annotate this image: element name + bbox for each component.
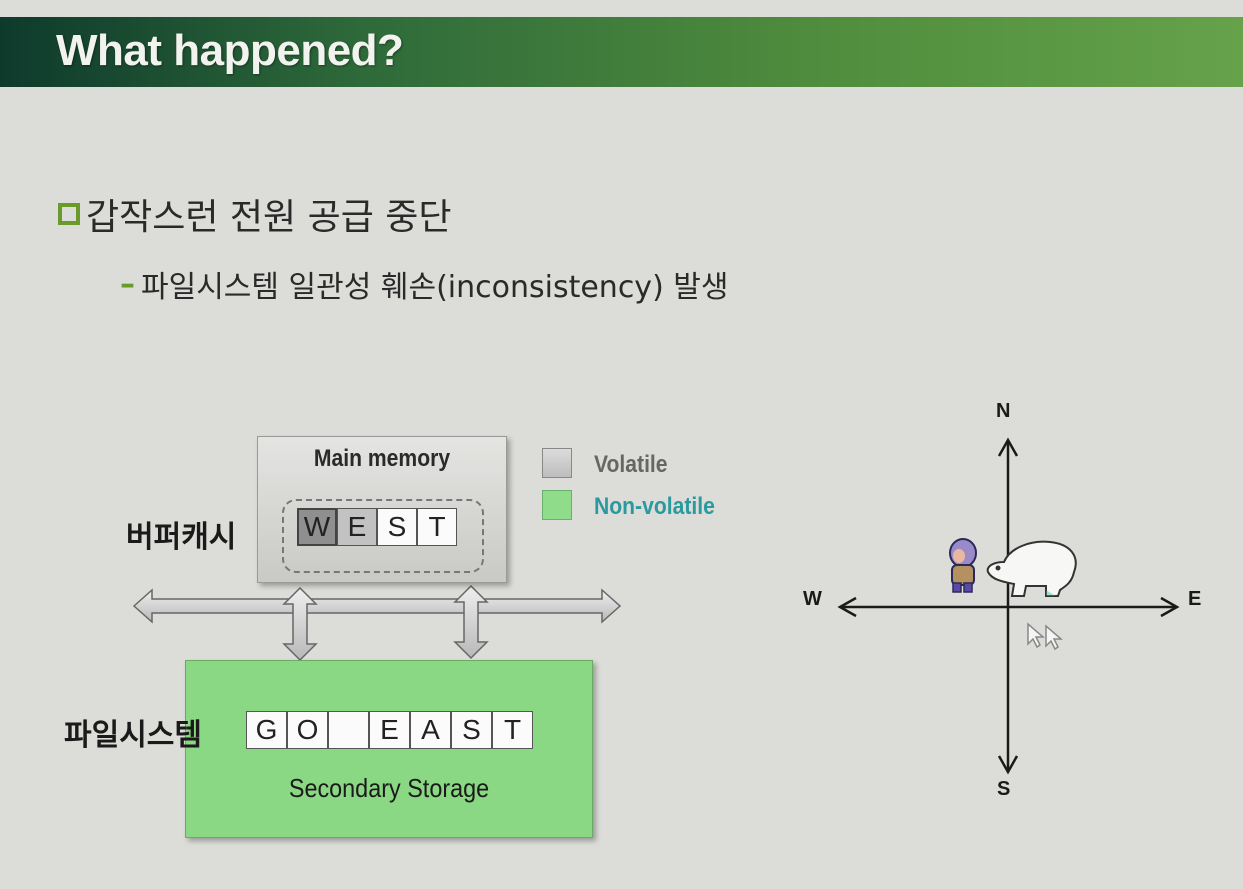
non-volatile-swatch — [542, 490, 572, 520]
storage-cell — [328, 711, 369, 749]
compass-north-label: N — [996, 400, 1011, 422]
person-icon — [949, 538, 977, 593]
square-bullet-icon — [58, 203, 80, 225]
compass-axes — [837, 437, 1180, 775]
main-memory-label: Main memory — [313, 445, 451, 472]
bullet-item: 갑작스런 전원 공급 중단 — [58, 188, 452, 240]
secondary-storage-box: Secondary Storage — [185, 660, 593, 838]
compass-west-label: W — [803, 588, 822, 610]
memory-storage-arrow-icon — [282, 586, 318, 662]
buffer-cache-label: 버퍼캐시 — [126, 520, 237, 555]
storage-cell: A — [410, 711, 451, 749]
storage-cell: S — [451, 711, 492, 749]
buffer-cell: S — [377, 508, 417, 546]
volatile-legend-label: Volatile — [594, 451, 668, 478]
storage-cell: T — [492, 711, 533, 749]
buffer-cell: W — [297, 508, 337, 546]
slide-title: What happened? — [56, 26, 404, 75]
secondary-storage-label: Secondary Storage — [288, 773, 490, 803]
sub-bullet-text: 파일시스템 일관성 훼손(inconsistency) 발생 — [141, 270, 729, 305]
title-bar — [0, 17, 1243, 87]
polar-bear-icon — [986, 540, 1077, 597]
dash-bullet-icon: – — [120, 266, 135, 302]
volatile-swatch — [542, 448, 572, 478]
storage-cell: E — [369, 711, 410, 749]
compass-south-label: S — [997, 778, 1011, 800]
bus-arrow-icon — [132, 588, 622, 624]
buffer-cache-region — [282, 499, 484, 573]
buffer-cell: T — [417, 508, 457, 546]
sub-bullet-item: – 파일시스템 일관성 훼손(inconsistency) 발생 — [120, 262, 729, 306]
storage-cell: O — [287, 711, 328, 749]
buffer-cache-cells: W E S T — [297, 508, 457, 546]
filesystem-cells: G O E A S T — [246, 711, 533, 749]
bullet-text: 갑작스런 전원 공급 중단 — [86, 197, 452, 238]
buffer-cell: E — [337, 508, 377, 546]
cursor-icon — [1027, 622, 1064, 651]
filesystem-label: 파일시스템 — [64, 718, 202, 753]
storage-cell: G — [246, 711, 287, 749]
non-volatile-legend-label: Non-volatile — [594, 493, 715, 520]
compass-east-label: E — [1188, 588, 1202, 610]
bus-storage-arrow-icon — [453, 584, 489, 660]
